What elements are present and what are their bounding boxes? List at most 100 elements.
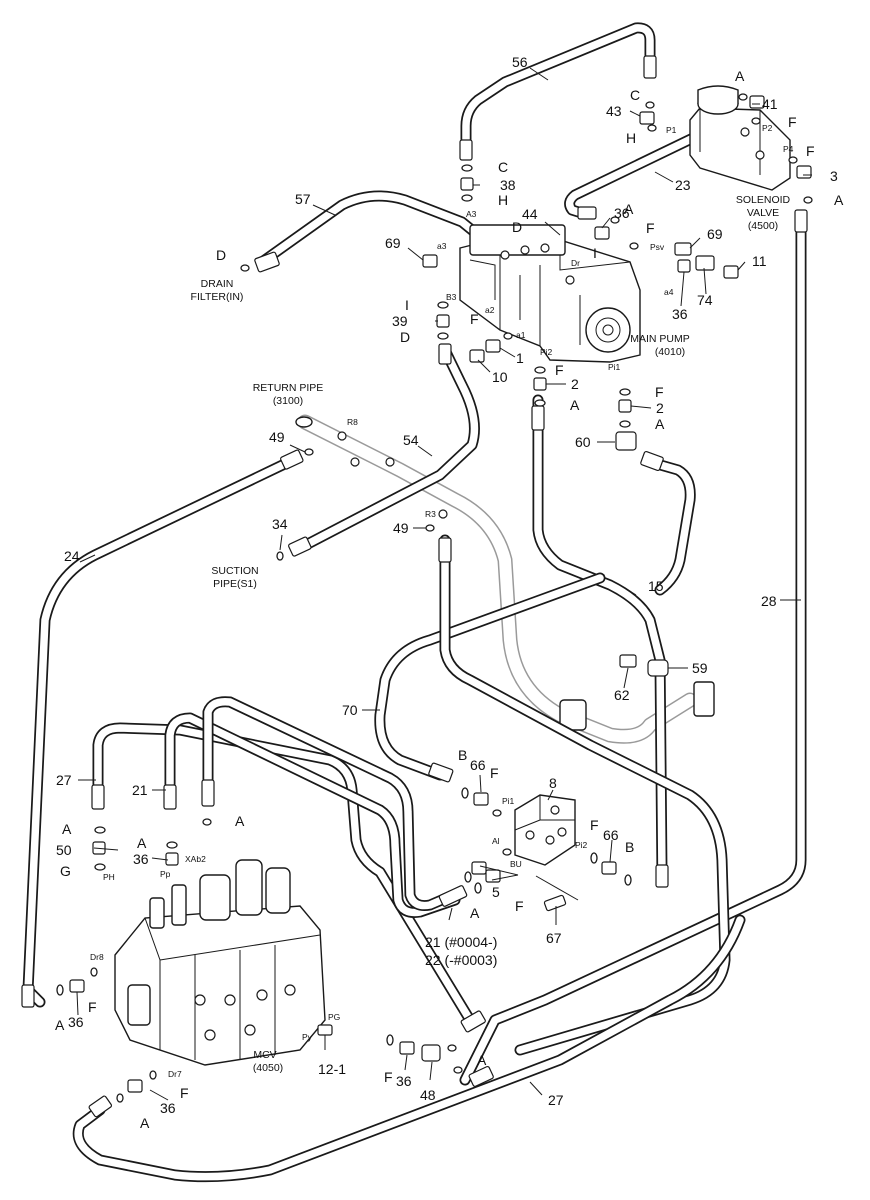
- port-label: P4: [783, 144, 794, 154]
- letter-code: A: [624, 201, 634, 217]
- callout-22-serial: 22 (-#0003): [425, 952, 497, 968]
- hose-fittings: [21, 55, 808, 1118]
- letter-code: F: [180, 1085, 189, 1101]
- callout-49-b: 49: [393, 520, 409, 536]
- letter-code: A: [570, 397, 580, 413]
- mcv-valve: [114, 859, 326, 1066]
- callout-62: 62: [614, 687, 630, 703]
- callout-60: 60: [575, 434, 591, 450]
- suction-pipe-title: SUCTION: [211, 565, 258, 577]
- letter-code: I: [405, 297, 409, 313]
- solenoid-valve: [689, 85, 791, 191]
- port-label: PH: [103, 872, 115, 882]
- port-label: Psv: [650, 242, 665, 252]
- port-label: Pi1: [608, 362, 621, 372]
- letter-code: F: [590, 817, 599, 833]
- letter-code: D: [512, 219, 522, 235]
- main-pump-title: MAIN PUMP: [630, 333, 690, 345]
- leader-lines: [76, 67, 812, 1101]
- callout-50: 50: [56, 842, 72, 858]
- port-label: PG: [328, 1012, 340, 1022]
- callout-5: 5: [492, 884, 500, 900]
- callout-15: 15: [648, 578, 664, 594]
- callout-38: 38: [500, 177, 516, 193]
- callout-69-b: 69: [707, 226, 723, 242]
- main-pump-code: (4010): [655, 346, 685, 358]
- callout-36-c: 36: [133, 851, 149, 867]
- callout-27-lower: 27: [548, 1092, 564, 1108]
- letter-code: A: [235, 813, 245, 829]
- letter-code: A: [655, 416, 665, 432]
- letter-code: B: [625, 839, 634, 855]
- port-label: XAb2: [185, 854, 206, 864]
- return-pipe-assembly: [295, 414, 715, 744]
- letter-code: A: [470, 905, 480, 921]
- port-label: Dr: [571, 258, 580, 268]
- port-label: a2: [485, 305, 495, 315]
- callout-21-serial: 21 (#0004-): [425, 934, 497, 950]
- letter-code: A: [140, 1115, 150, 1131]
- letter-code: B: [458, 747, 467, 763]
- solenoid-valve-title: SOLENOID: [736, 194, 791, 206]
- callout-57: 57: [295, 191, 311, 207]
- callout-49-a: 49: [269, 429, 285, 445]
- letter-code: F: [384, 1069, 393, 1085]
- letter-code: C: [498, 159, 508, 175]
- callout-74: 74: [697, 292, 713, 308]
- port-labels: P1 P2 P4 A3 a3 Dr Psv a4 B3 a2 a1 Pi2 Pi…: [90, 123, 794, 1079]
- callout-70: 70: [342, 702, 358, 718]
- port-label: R8: [347, 417, 358, 427]
- letter-code: F: [88, 999, 97, 1015]
- letter-code: F: [806, 143, 815, 159]
- component-captions: SOLENOID VALVE (4500) DRAIN FILTER(IN) M…: [191, 194, 791, 1074]
- callout-27-upper: 27: [56, 772, 72, 788]
- callout-8: 8: [549, 775, 557, 791]
- callout-54: 54: [403, 432, 419, 448]
- port-label: R3: [425, 509, 436, 519]
- port-label: A3: [466, 209, 477, 219]
- callout-36-d: 36: [68, 1014, 84, 1030]
- letter-code: A: [62, 821, 72, 837]
- port-label: Pi1: [502, 796, 515, 806]
- callout-48: 48: [420, 1087, 436, 1103]
- letter-code: G: [60, 863, 71, 879]
- port-label: a3: [437, 241, 447, 251]
- pilot-block-8: [514, 794, 576, 866]
- callout-34: 34: [272, 516, 288, 532]
- port-label: Pi2: [540, 347, 553, 357]
- part-callouts: 56 57 23 24 54 15 28 70 27 27 21 41 3 43…: [56, 54, 838, 1116]
- port-label: Dr7: [168, 1069, 182, 1079]
- callout-24: 24: [64, 548, 80, 564]
- letter-code: F: [555, 362, 564, 378]
- callout-23: 23: [675, 177, 691, 193]
- solenoid-valve-subtitle: VALVE: [747, 207, 779, 219]
- port-label: B3: [446, 292, 457, 302]
- callout-36-a: 36: [614, 205, 630, 221]
- callout-67: 67: [546, 930, 562, 946]
- callout-43: 43: [606, 103, 622, 119]
- port-label: Py: [302, 1032, 313, 1042]
- letter-code: C: [630, 87, 640, 103]
- letter-code: A: [735, 68, 745, 84]
- letter-code: D: [216, 247, 226, 263]
- port-label: BU: [510, 859, 522, 869]
- letter-code: A: [477, 1052, 487, 1068]
- letter-code: F: [515, 898, 524, 914]
- callout-2-b: 2: [656, 400, 664, 416]
- letter-codes: A C H F F C H A A D D I F I D F F A F A …: [55, 68, 844, 1131]
- callout-21: 21: [132, 782, 148, 798]
- port-label: P2: [762, 123, 773, 133]
- callout-36-e: 36: [396, 1073, 412, 1089]
- callout-36-b: 36: [672, 306, 688, 322]
- letter-code: F: [646, 220, 655, 236]
- letter-code: D: [400, 329, 410, 345]
- callout-69-a: 69: [385, 235, 401, 251]
- letter-code: F: [788, 114, 797, 130]
- port-label: Dr8: [90, 952, 104, 962]
- callout-36-f: 36: [160, 1100, 176, 1116]
- port-label: Pi2: [575, 840, 588, 850]
- port-label: Al: [492, 836, 500, 846]
- letter-code: A: [55, 1017, 65, 1033]
- suction-pipe-code: PIPE(S1): [213, 578, 257, 590]
- callout-28: 28: [761, 593, 777, 609]
